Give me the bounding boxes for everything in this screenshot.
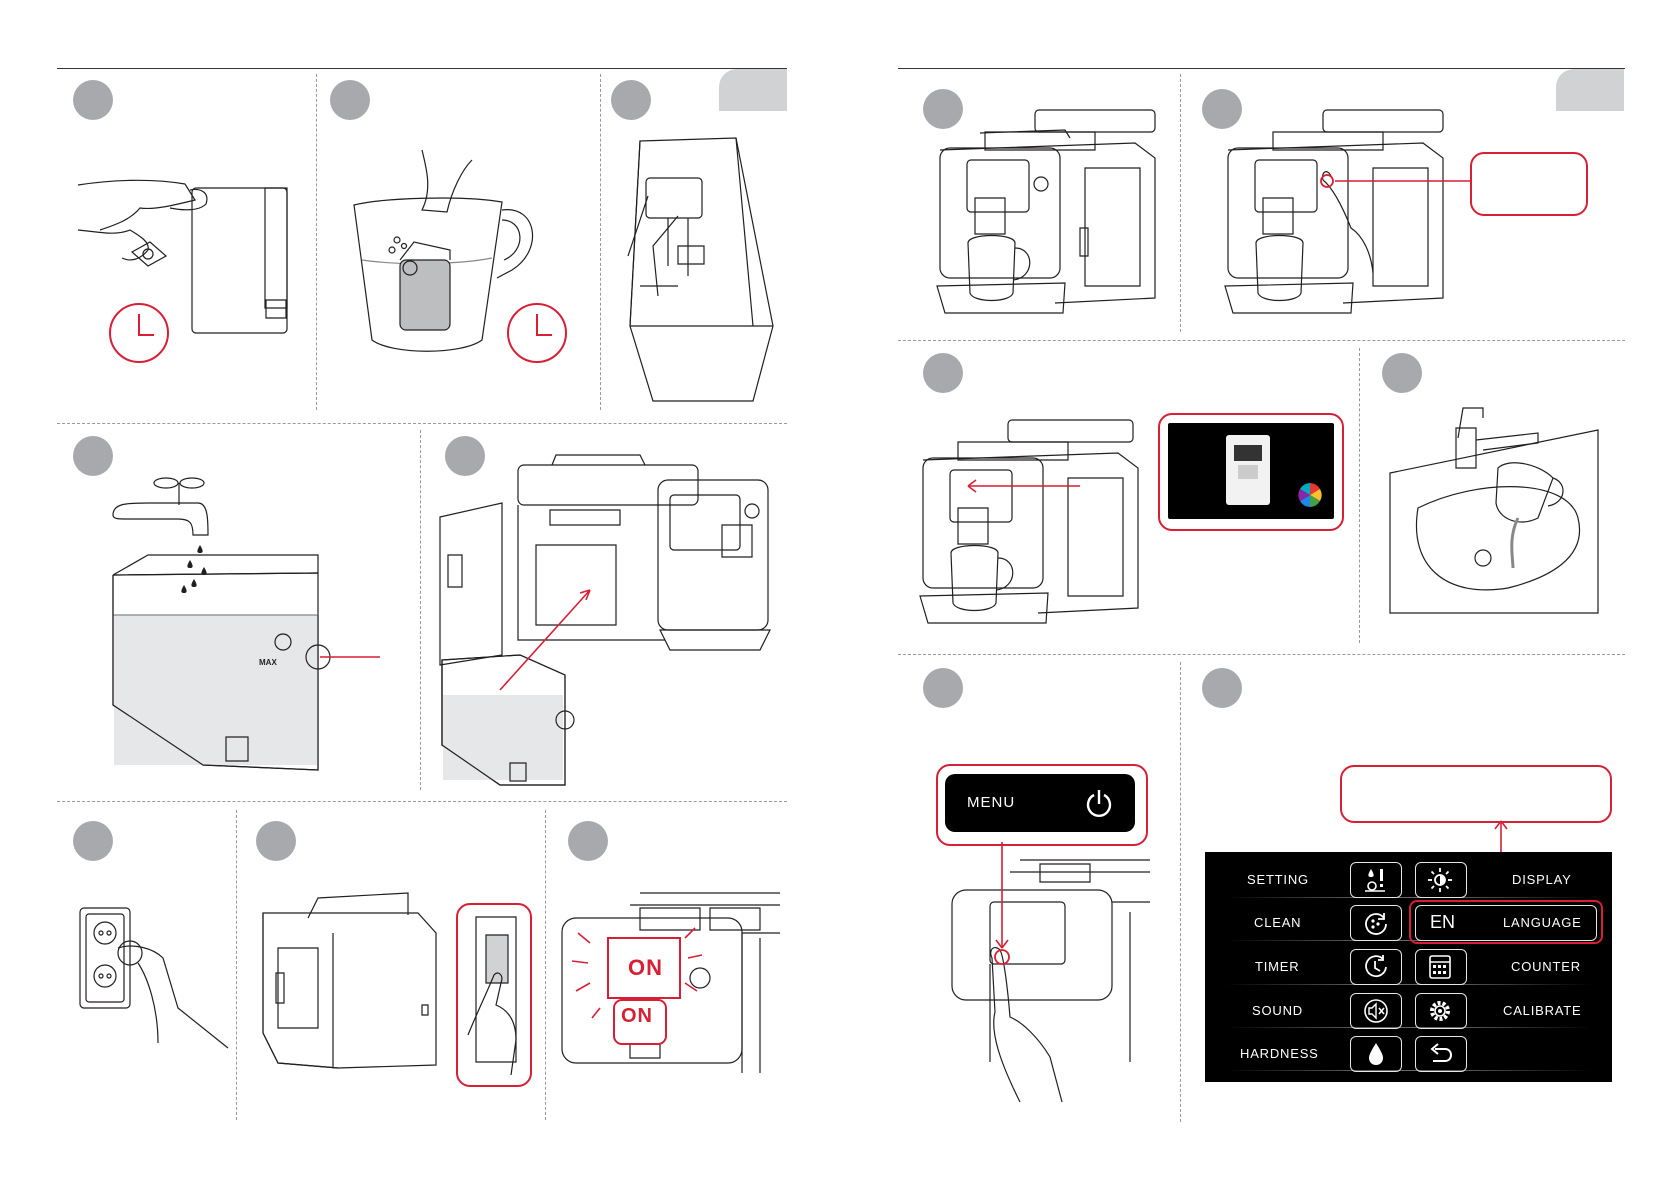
tank-filling-illustration — [108, 475, 388, 785]
machine-rear-switch-illustration — [258, 893, 443, 1076]
water-drop-icon — [1369, 1043, 1383, 1065]
counter-label: COUNTER — [1511, 959, 1581, 974]
clean-cycle-icon — [1365, 913, 1387, 935]
machine-on-illustration — [560, 893, 780, 1078]
step-marker — [568, 821, 608, 861]
max-marker: MAX — [259, 658, 277, 667]
step-marker — [923, 89, 963, 129]
divider — [57, 423, 787, 424]
filter-soaking-illustration — [352, 150, 542, 360]
divider — [57, 801, 787, 802]
machine-with-cup-illustration — [935, 108, 1160, 313]
brightness-icon — [1428, 868, 1452, 892]
divider — [1225, 1027, 1592, 1028]
color-wheel-icon — [1298, 483, 1322, 507]
back-arrow-icon — [1430, 1043, 1453, 1062]
step-marker — [330, 80, 370, 120]
step-marker — [73, 436, 113, 476]
divider — [600, 74, 601, 410]
divider — [316, 74, 317, 410]
divider — [1225, 897, 1592, 898]
divider — [420, 430, 421, 790]
counter-icon — [1429, 955, 1451, 979]
startup-screen — [1168, 423, 1334, 519]
language-label: LANGUAGE — [1503, 915, 1582, 930]
left-page-top-rule — [57, 68, 787, 69]
plug-into-socket-illustration — [78, 898, 228, 1048]
divider — [1225, 940, 1592, 941]
power-button-on-indicator: ON — [621, 1005, 653, 1027]
divider — [1180, 74, 1181, 332]
tank-with-filter-illustration — [618, 136, 778, 406]
step-marker — [73, 821, 113, 861]
menu-button-label: MENU — [967, 794, 1016, 811]
setting-label: SETTING — [1247, 872, 1309, 887]
rinse-in-sink-illustration — [1388, 408, 1603, 618]
step-marker — [923, 353, 963, 393]
menu-press-illustration — [950, 842, 1150, 1107]
display-button[interactable] — [1415, 862, 1467, 898]
step-marker — [611, 80, 651, 120]
sound-button[interactable] — [1350, 993, 1402, 1029]
menu-button[interactable]: MENU — [945, 774, 1135, 832]
setting-button[interactable] — [1350, 862, 1402, 898]
machine-screen-illustration — [918, 418, 1143, 623]
display-label: DISPLAY — [1512, 872, 1572, 887]
right-page-tab — [1556, 69, 1624, 111]
clock-icon — [108, 302, 170, 364]
divider — [1225, 984, 1592, 985]
power-icon — [1083, 788, 1115, 820]
power-button-callout — [1470, 152, 1588, 216]
calibrate-label: CALIBRATE — [1503, 1003, 1582, 1018]
press-power-button-illustration — [1223, 108, 1448, 313]
divider — [236, 810, 237, 1120]
clean-label: CLEAN — [1254, 915, 1302, 930]
step-marker — [1382, 353, 1422, 393]
step-marker — [1202, 89, 1242, 129]
power-switch-illustration — [466, 915, 522, 1075]
filter-in-hand-illustration — [70, 170, 305, 370]
divider — [1180, 662, 1181, 1122]
calibrate-button[interactable] — [1415, 993, 1467, 1029]
clock-icon — [1365, 955, 1387, 978]
language-value: EN — [1430, 912, 1456, 932]
machine-thumbnail — [1226, 435, 1270, 505]
hardness-label: HARDNESS — [1240, 1046, 1319, 1061]
setting-drops-icon — [1365, 869, 1385, 892]
control-panel-screen: SETTING DISPLAY CLEAN EN LANGUAGE TIMER … — [1205, 852, 1612, 1082]
left-page-tab — [719, 69, 787, 111]
power-on-indicator: ON — [628, 955, 663, 980]
clock-icon — [506, 302, 568, 364]
power-switch-callout — [456, 903, 532, 1087]
step-marker — [256, 821, 296, 861]
startup-screen-callout — [1158, 413, 1344, 531]
step-marker — [445, 436, 485, 476]
sound-label: SOUND — [1252, 1003, 1303, 1018]
timer-button[interactable] — [1350, 949, 1402, 985]
divider — [1359, 348, 1360, 643]
mute-icon — [1364, 999, 1388, 1023]
right-page-top-rule — [898, 68, 1625, 69]
timer-label: TIMER — [1255, 959, 1300, 974]
step-marker — [73, 80, 113, 120]
counter-button[interactable] — [1415, 949, 1467, 985]
step-marker — [1202, 668, 1242, 708]
hardness-button[interactable] — [1350, 1036, 1402, 1072]
back-button[interactable] — [1415, 1036, 1467, 1072]
step-marker — [923, 668, 963, 708]
clean-button[interactable] — [1350, 905, 1402, 941]
insert-tank-illustration — [440, 455, 770, 790]
divider — [545, 810, 546, 1120]
divider — [898, 654, 1625, 655]
divider — [1225, 1070, 1592, 1071]
language-highlight — [1409, 900, 1603, 944]
language-button[interactable] — [1415, 905, 1597, 941]
gear-icon — [1430, 1001, 1450, 1021]
language-callout — [1340, 765, 1612, 823]
divider — [898, 340, 1625, 341]
